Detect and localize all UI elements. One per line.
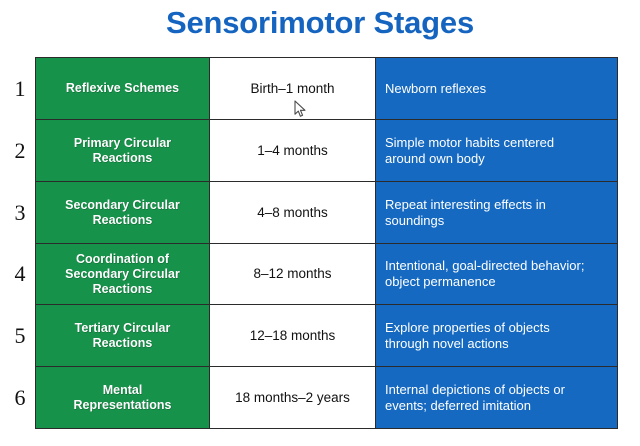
table-row: Reflexive Schemes Birth–1 month Newborn re… <box>35 57 618 120</box>
row-index-number: 1 <box>14 75 26 101</box>
age-range-cell: 1–4 months <box>209 119 376 182</box>
stage-name-line: Representations <box>73 397 172 412</box>
age-range-cell: 18 months–2 years <box>209 366 376 429</box>
row-index-number: 5 <box>14 322 26 348</box>
description-line: through novel actions <box>385 335 509 351</box>
description-line: events; deferred imitation <box>385 397 531 413</box>
description-line: Repeat interesting effects in <box>385 196 546 212</box>
stage-name-line: Mental <box>102 382 143 397</box>
age-range-cell: 12–18 months <box>209 304 376 367</box>
description-line: Explore properties of objects <box>385 319 550 335</box>
stage-name-cell: Reflexive Schemes <box>35 57 210 120</box>
description-line: object permanence <box>385 274 496 289</box>
description-line: Internal depictions of objects or <box>385 381 565 397</box>
stage-name-line: Reactions <box>92 335 153 350</box>
stage-name-line: Primary Circular <box>73 135 172 150</box>
description-cell: Intentional, goal-directed behavior;obje… <box>375 243 618 305</box>
row-index-number: 3 <box>14 199 26 225</box>
table-body: Reflexive Schemes Birth–1 month Newborn re… <box>35 57 618 429</box>
age-range-cell: Birth–1 month <box>209 57 376 120</box>
sensorimotor-stages-table: Reflexive Schemes Birth–1 month Newborn re… <box>35 57 618 429</box>
age-range-cell: 8–12 months <box>209 243 376 305</box>
stage-name-line: Reactions <box>92 150 153 165</box>
description-line: around own body <box>385 150 485 166</box>
description-cell: Newborn reflexes <box>375 57 618 120</box>
description-line: Simple motor habits centered <box>385 134 555 150</box>
row-index-number: 6 <box>14 384 26 410</box>
stage-name-line: Tertiary Circular <box>74 320 171 335</box>
description-line: Intentional, goal-directed behavior; <box>385 258 585 273</box>
stage-name-line: Secondary Circular <box>65 266 180 281</box>
page-title: Sensorimotor Stages <box>165 5 474 40</box>
row-index-number: 2 <box>14 137 26 163</box>
description-line: soundings <box>385 212 445 228</box>
stage-name-line: Reflexive Schemes <box>65 81 180 95</box>
stage-name-line: Reactions <box>92 281 153 296</box>
stage-name-line: Coordination of <box>75 251 170 266</box>
stage-name-line: Secondary Circular <box>65 197 180 212</box>
description-line: Newborn reflexes <box>385 80 487 96</box>
stage-name-line: Reactions <box>92 212 153 227</box>
row-index-number: 4 <box>14 261 26 286</box>
age-range-cell: 4–8 months <box>209 181 376 244</box>
